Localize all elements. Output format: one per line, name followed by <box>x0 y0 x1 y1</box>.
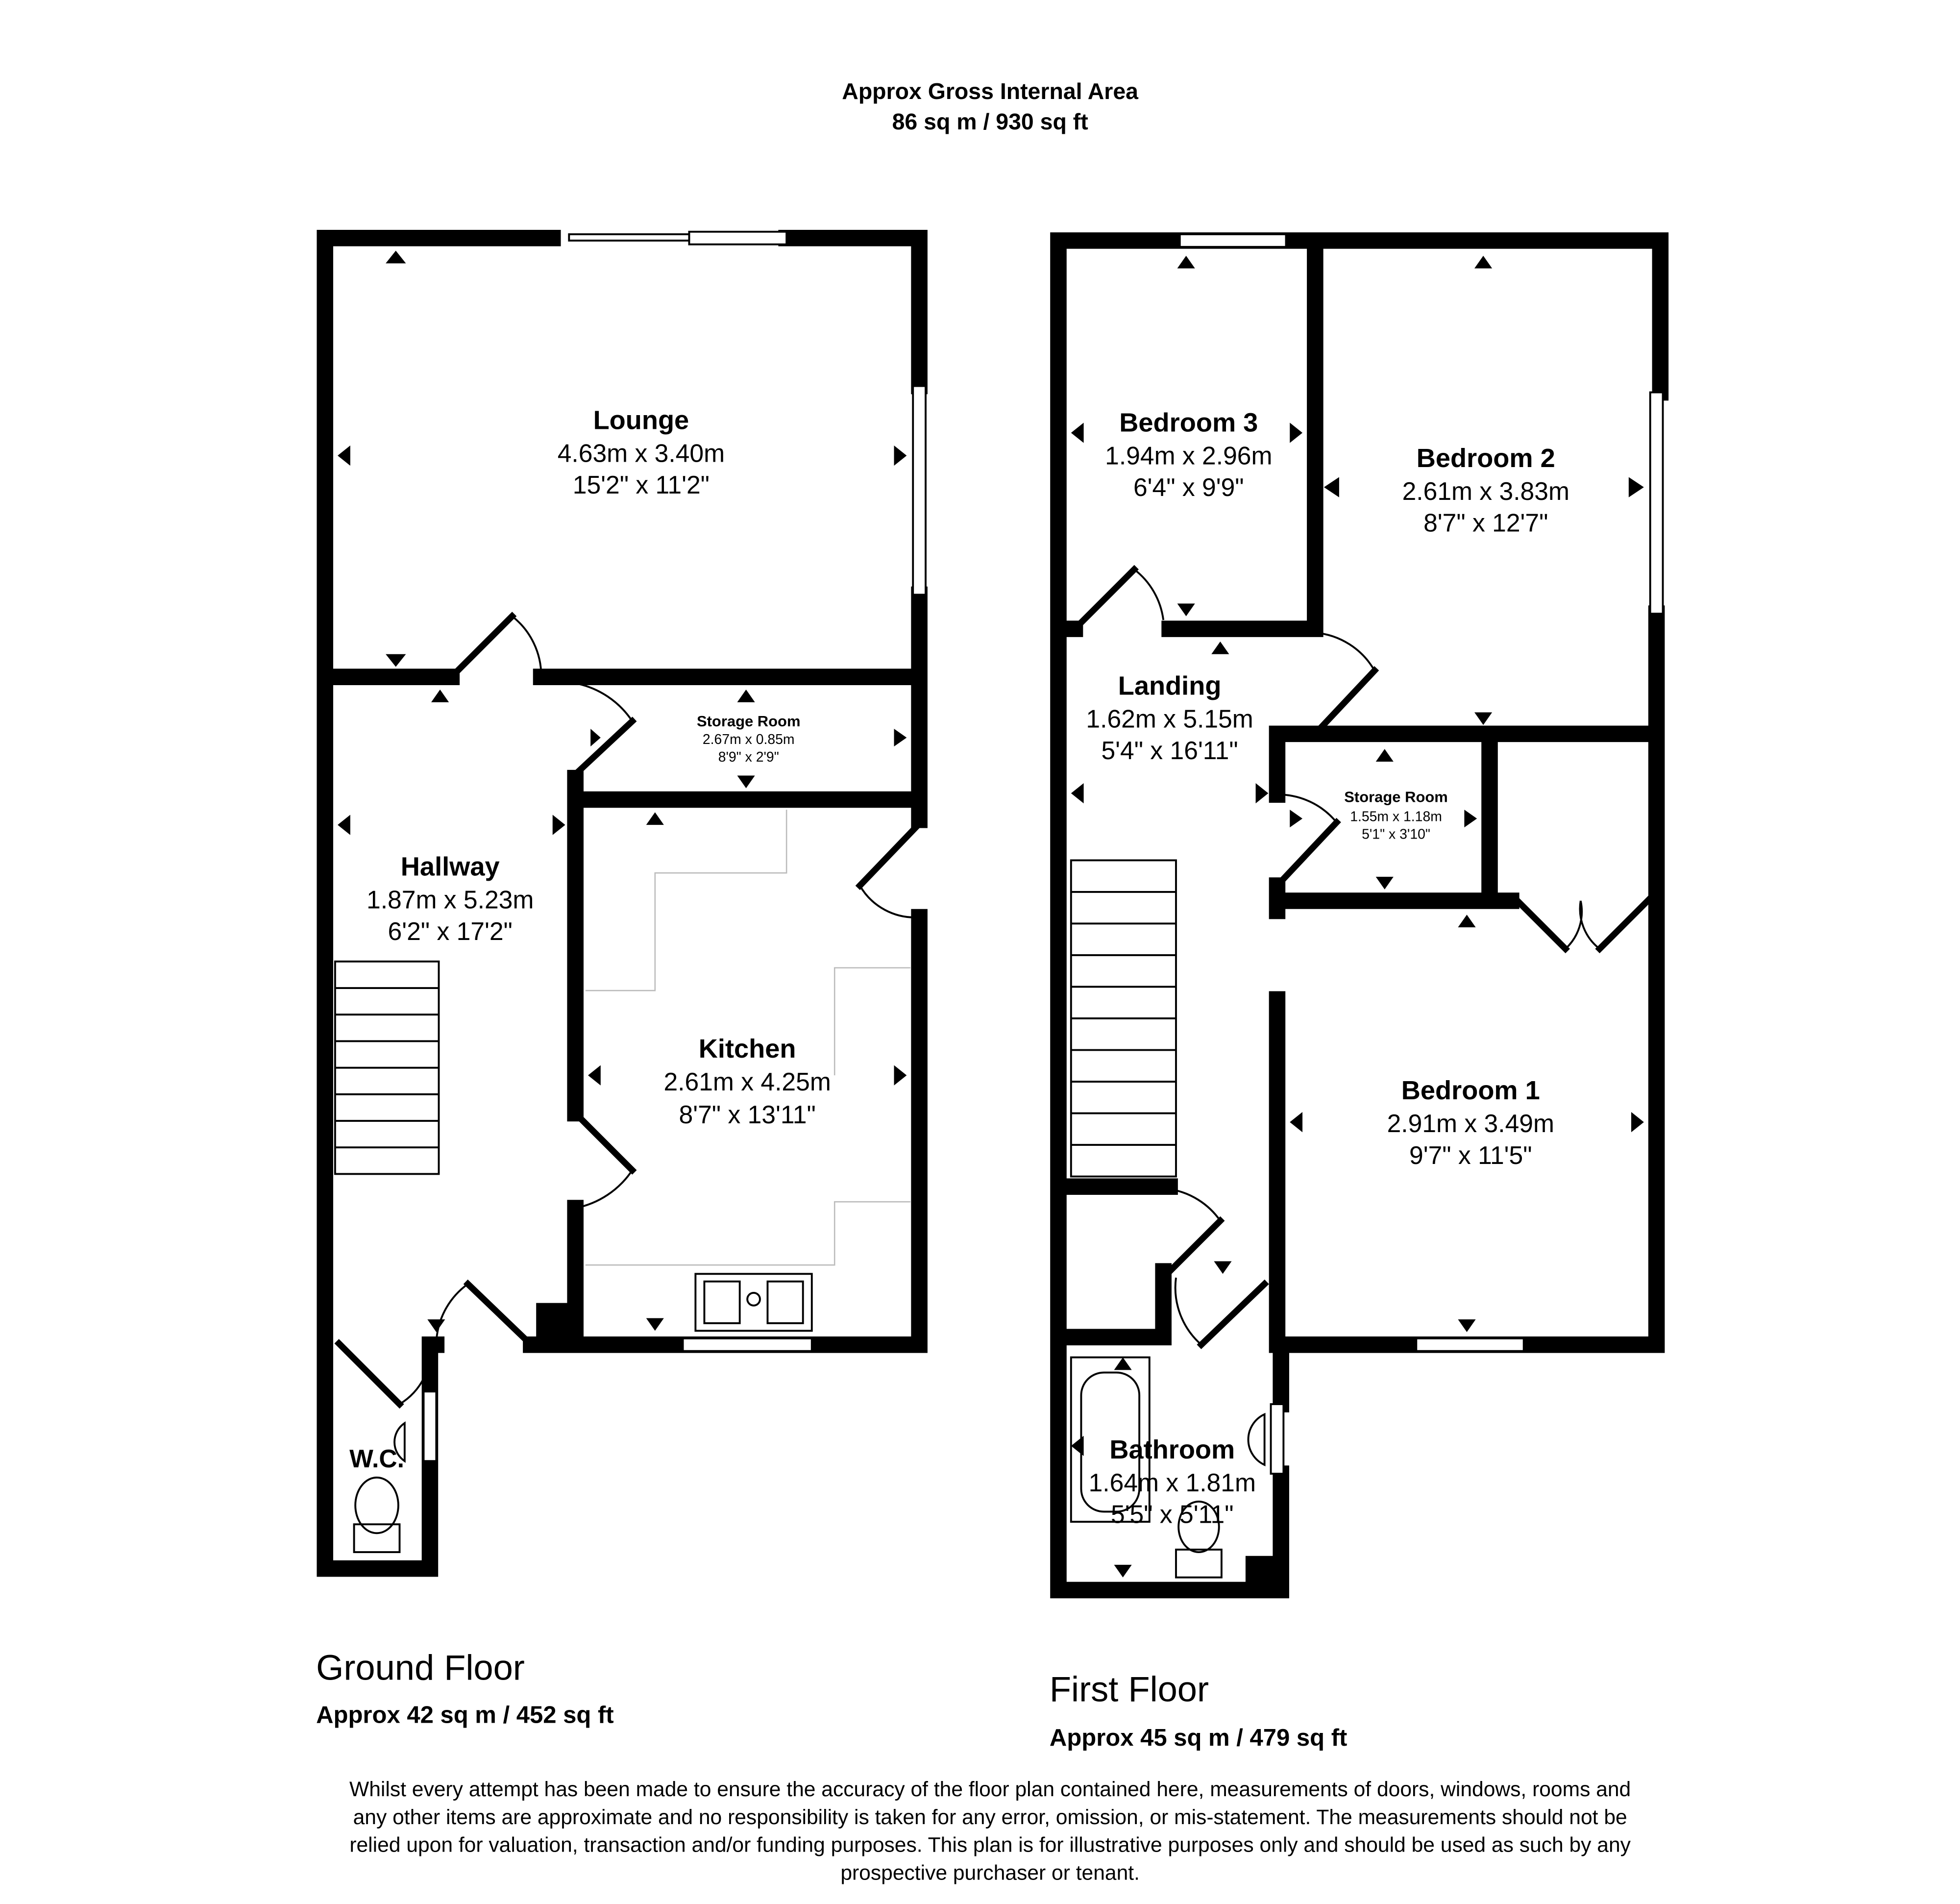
floor-name: First Floor <box>1050 1670 1209 1709</box>
room-metric: 1.87m x 5.23m <box>367 885 534 914</box>
stairs <box>334 960 440 1175</box>
gross-area-title: Approx Gross Internal Area <box>842 78 1139 104</box>
room-metric: 2.61m x 4.25m <box>663 1067 831 1096</box>
room-labels: Lounge 4.63m x 3.40m 15'2" x 11'2" Stora… <box>349 405 831 1473</box>
first-floor-plan: Bedroom 3 1.94m x 2.96m 6'4" x 9'9" Bedr… <box>1050 232 1669 1751</box>
window <box>1649 391 1664 615</box>
wall-column <box>536 1303 574 1347</box>
room-imperial: 15'2" x 11'2" <box>573 470 710 499</box>
room-metric: 2.91m x 3.49m <box>1387 1109 1554 1137</box>
room-metric: 1.62m x 5.15m <box>1086 704 1253 733</box>
room-metric: 4.63m x 3.40m <box>558 439 725 468</box>
room-imperial: 5'5" x 5'11" <box>1111 1500 1234 1529</box>
wall-column <box>1245 1556 1284 1594</box>
room-metric: 1.55m x 1.18m <box>1350 809 1442 824</box>
room-metric: 1.64m x 1.81m <box>1089 1468 1256 1497</box>
room-labels: Bedroom 3 1.94m x 2.96m 6'4" x 9'9" Bedr… <box>1086 408 1569 1529</box>
room-metric: 1.94m x 2.96m <box>1105 442 1272 470</box>
basin-icon <box>393 1421 406 1463</box>
basin-icon <box>1247 1412 1266 1466</box>
window <box>1415 1337 1525 1352</box>
room-name: Kitchen <box>699 1034 796 1063</box>
disclaimer-line: prospective purchaser or tenant. <box>840 1861 1140 1884</box>
ground-floor-plan: Lounge 4.63m x 3.40m 15'2" x 11'2" Stora… <box>316 229 928 1728</box>
toilet-icon <box>1175 1548 1223 1579</box>
room-name: Hallway <box>401 852 500 881</box>
walls <box>1050 232 1669 1599</box>
room-name: Lounge <box>593 405 689 435</box>
room-name: Bedroom 2 <box>1417 444 1555 473</box>
sliding-door <box>568 233 690 242</box>
window <box>688 230 788 246</box>
room-name: Landing <box>1118 671 1222 700</box>
stairs <box>1070 859 1177 1178</box>
floor-name: Ground Floor <box>316 1649 525 1688</box>
floor-area: Approx 45 sq m / 479 sq ft <box>1050 1725 1347 1751</box>
disclaimer: Whilst every attempt has been made to en… <box>349 1778 1631 1884</box>
room-imperial: 8'7" x 12'7" <box>1423 508 1548 537</box>
window <box>1178 233 1287 248</box>
room-metric: 2.61m x 3.83m <box>1402 477 1569 505</box>
room-imperial: 8'9" x 2'9" <box>718 749 779 765</box>
wc-fixtures <box>353 1421 406 1553</box>
room-imperial: 6'4" x 9'9" <box>1133 473 1244 501</box>
room-name: Storage Room <box>697 713 801 730</box>
bath-icon <box>1070 1356 1151 1523</box>
bathroom-fixtures <box>1070 1356 1266 1579</box>
disclaimer-line: any other items are approximate and no r… <box>353 1805 1627 1829</box>
room-name: Bedroom 3 <box>1119 408 1258 438</box>
walls <box>317 229 928 1577</box>
room-imperial: 8'7" x 13'11" <box>679 1100 816 1129</box>
header: Approx Gross Internal Area 86 sq m / 930… <box>842 78 1139 134</box>
room-name: Bathroom <box>1109 1435 1235 1464</box>
window <box>422 1390 438 1462</box>
sink-icon <box>694 1273 813 1332</box>
room-name: Storage Room <box>1344 789 1448 806</box>
room-name: W.C. <box>349 1444 404 1473</box>
disclaimer-line: Whilst every attempt has been made to en… <box>349 1778 1631 1801</box>
window <box>682 1337 813 1352</box>
room-imperial: 9'7" x 11'5" <box>1409 1141 1532 1169</box>
gross-area-value: 86 sq m / 930 sq ft <box>892 109 1088 134</box>
floor-area: Approx 42 sq m / 452 sq ft <box>316 1702 613 1728</box>
room-imperial: 6'2" x 17'2" <box>388 917 513 945</box>
kitchen-units <box>585 810 911 1332</box>
room-imperial: 5'4" x 16'11" <box>1101 736 1238 765</box>
disclaimer-line: relied upon for valuation, transaction a… <box>349 1833 1631 1857</box>
room-imperial: 5'1" x 3'10" <box>1362 827 1430 842</box>
toilet-icon <box>354 1476 399 1534</box>
window <box>1270 1403 1285 1475</box>
doors <box>334 612 925 1409</box>
room-name: Bedroom 1 <box>1401 1076 1540 1105</box>
doors <box>1070 565 1655 1349</box>
window <box>912 385 927 596</box>
room-metric: 2.67m x 0.85m <box>703 732 795 747</box>
